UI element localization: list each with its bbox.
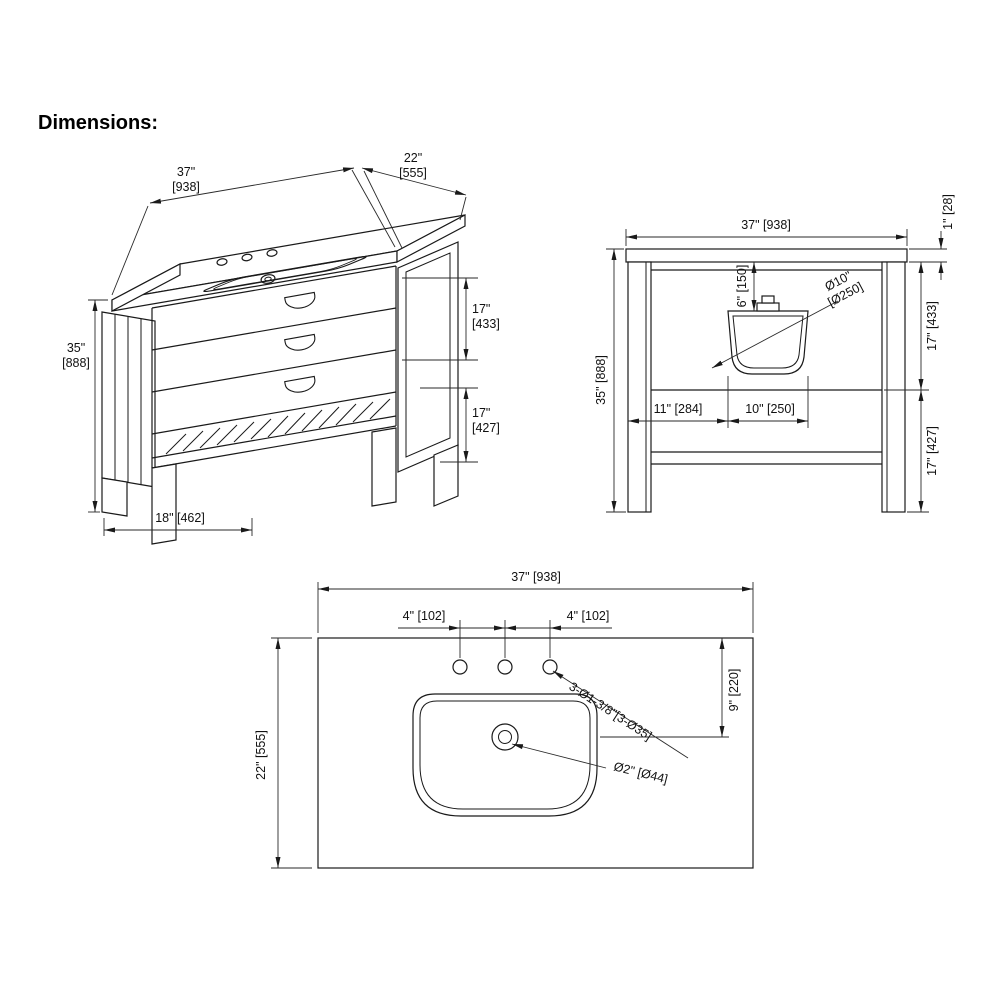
iso-height-in-label: 35" bbox=[67, 341, 85, 355]
iso-base-depth-dimension: 18" [462] bbox=[103, 511, 253, 536]
iso-lower-section-dimension: 17" [427] bbox=[420, 387, 500, 463]
top-faucet-holes-callout: 3-Ø1-3/8"[3-Ø35] bbox=[552, 670, 689, 759]
iso-upper-section-dimension: 17" [433] bbox=[402, 277, 500, 361]
front-bowl-depth-dimension: 6" [150] bbox=[735, 262, 757, 311]
top-depth-label: 22" [555] bbox=[254, 730, 268, 780]
front-drain-fitting bbox=[756, 302, 780, 312]
iso-upper-mm-label: [433] bbox=[472, 317, 500, 331]
iso-shelf-slats bbox=[165, 398, 391, 455]
front-lower-section-label: 17" [427] bbox=[925, 426, 939, 476]
iso-back-left-leg bbox=[101, 477, 128, 517]
front-left-offset-label: 11" [284] bbox=[654, 402, 703, 416]
top-hole-spacing-left-label: 4" [102] bbox=[403, 609, 446, 623]
iso-drawer-dividers bbox=[151, 307, 397, 435]
top-drain-dia-label: Ø2" [Ø44] bbox=[612, 759, 669, 786]
top-countertop-outline bbox=[317, 637, 754, 869]
iso-depth-dimension: 22" [555] bbox=[361, 151, 467, 249]
front-countertop bbox=[625, 248, 908, 263]
iso-back-right-leg bbox=[433, 444, 459, 507]
top-hole-spacing-right-label: 4" [102] bbox=[567, 609, 610, 623]
iso-left-panel bbox=[101, 311, 156, 517]
front-width-dimension: 37" [938] bbox=[625, 218, 908, 246]
top-depth-dimension: 22" [555] bbox=[254, 637, 312, 869]
iso-drain bbox=[260, 274, 276, 284]
front-counter-thickness-label: 1" [28] bbox=[941, 194, 955, 230]
top-drain-setback-dimension: 9" [220] bbox=[600, 638, 741, 738]
iso-depth-mm-label: [555] bbox=[399, 166, 427, 180]
iso-height-mm-label: [888] bbox=[62, 356, 90, 370]
front-bowl-depth-label: 6" [150] bbox=[735, 265, 749, 308]
iso-height-dimension: 35" [888] bbox=[62, 299, 108, 513]
front-height-label: 35" [888] bbox=[594, 355, 608, 405]
iso-drawer-pulls bbox=[284, 291, 318, 396]
iso-front-left-leg bbox=[151, 463, 177, 545]
front-width-label: 37" [938] bbox=[741, 218, 791, 232]
front-right-leg bbox=[881, 261, 906, 513]
top-hole-spacing-dimensions: 4" [102] 4" [102] bbox=[398, 609, 612, 658]
top-width-dimension: 37" [938] bbox=[317, 570, 754, 633]
top-faucet-holes bbox=[452, 659, 558, 675]
top-faucet-holes-label: 3-Ø1-3/8"[3-Ø35] bbox=[567, 679, 655, 743]
iso-faucet-holes bbox=[216, 249, 278, 266]
iso-front-face bbox=[151, 265, 397, 545]
isometric-view: 37" [938] 22" [555] 35" [888] bbox=[62, 151, 500, 545]
top-view: 37" [938] 4" [102] 4" [102] 3-Ø1-3/8"[3-… bbox=[254, 570, 754, 869]
top-sink bbox=[412, 693, 598, 817]
plank-lines bbox=[114, 314, 142, 485]
iso-right-panel bbox=[397, 241, 459, 507]
front-left-leg bbox=[627, 261, 652, 513]
top-width-label: 37" [938] bbox=[511, 570, 561, 584]
front-sink-bowl bbox=[727, 295, 809, 375]
front-counter-thickness-dimension: 1" [28] bbox=[909, 194, 955, 280]
iso-width-mm-label: [938] bbox=[172, 180, 200, 194]
iso-sink bbox=[203, 255, 367, 293]
iso-depth-in-label: 22" bbox=[404, 151, 422, 165]
iso-lower-in-label: 17" bbox=[472, 406, 490, 420]
front-view: 37" [938] 1" [28] 6" [150] Ø10" [Ø250] bbox=[594, 194, 955, 513]
front-open-shelf bbox=[651, 451, 882, 465]
front-bowl-width-dimension: 10" [250] bbox=[728, 376, 809, 428]
front-bowl-diameter-callout: Ø10" [Ø250] bbox=[711, 268, 865, 369]
top-drain-setback-label: 9" [220] bbox=[727, 669, 741, 712]
front-bowl-width-label: 10" [250] bbox=[745, 402, 795, 416]
iso-lower-mm-label: [427] bbox=[472, 421, 500, 435]
iso-base-depth-label: 18" [462] bbox=[155, 511, 205, 525]
top-drain-diameter-callout: Ø2" [Ø44] bbox=[511, 743, 669, 786]
iso-countertop bbox=[111, 214, 466, 312]
iso-width-dimension: 37" [938] bbox=[111, 165, 396, 296]
iso-upper-in-label: 17" bbox=[472, 302, 490, 316]
iso-width-in-label: 37" bbox=[177, 165, 195, 179]
front-height-dimension: 35" [888] bbox=[594, 248, 626, 513]
front-lower-section-dimension: 17" [427] bbox=[907, 390, 939, 513]
front-upper-section-label: 17" [433] bbox=[925, 301, 939, 351]
page-title: Dimensions: bbox=[38, 112, 159, 134]
iso-front-right-leg bbox=[371, 427, 397, 507]
top-drain bbox=[491, 723, 519, 751]
